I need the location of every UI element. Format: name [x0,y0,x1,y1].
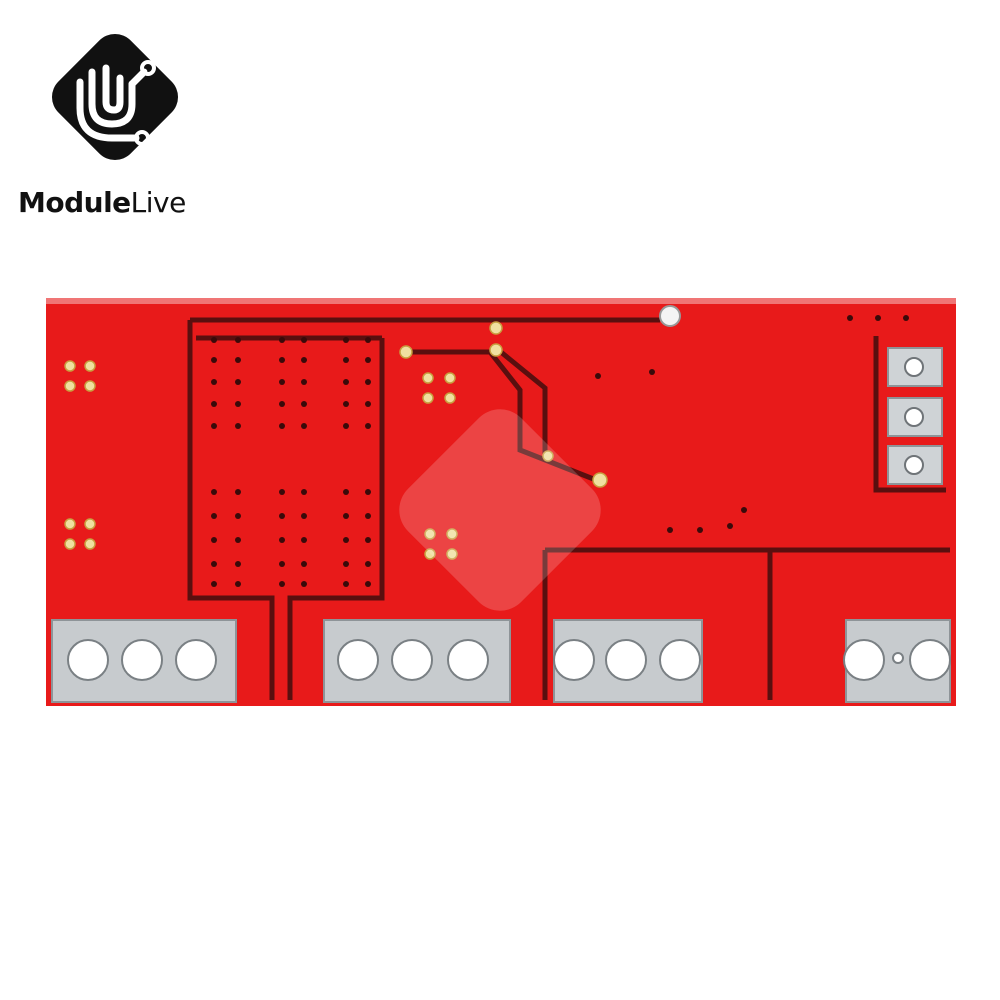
brand-name-light: Live [130,186,187,219]
circuit-u-icon [51,33,179,161]
pcb-board-photo [46,298,956,706]
power-pads [51,619,951,703]
header-pads [887,347,943,485]
via-holes [211,315,909,587]
brand-name: ModuleLive [18,187,218,219]
plated-vias [64,321,608,560]
brand-logo: ModuleLive [18,22,208,219]
copper-traces [187,317,950,700]
watermark-logo [399,409,601,611]
brand-name-bold: Module [18,186,131,219]
